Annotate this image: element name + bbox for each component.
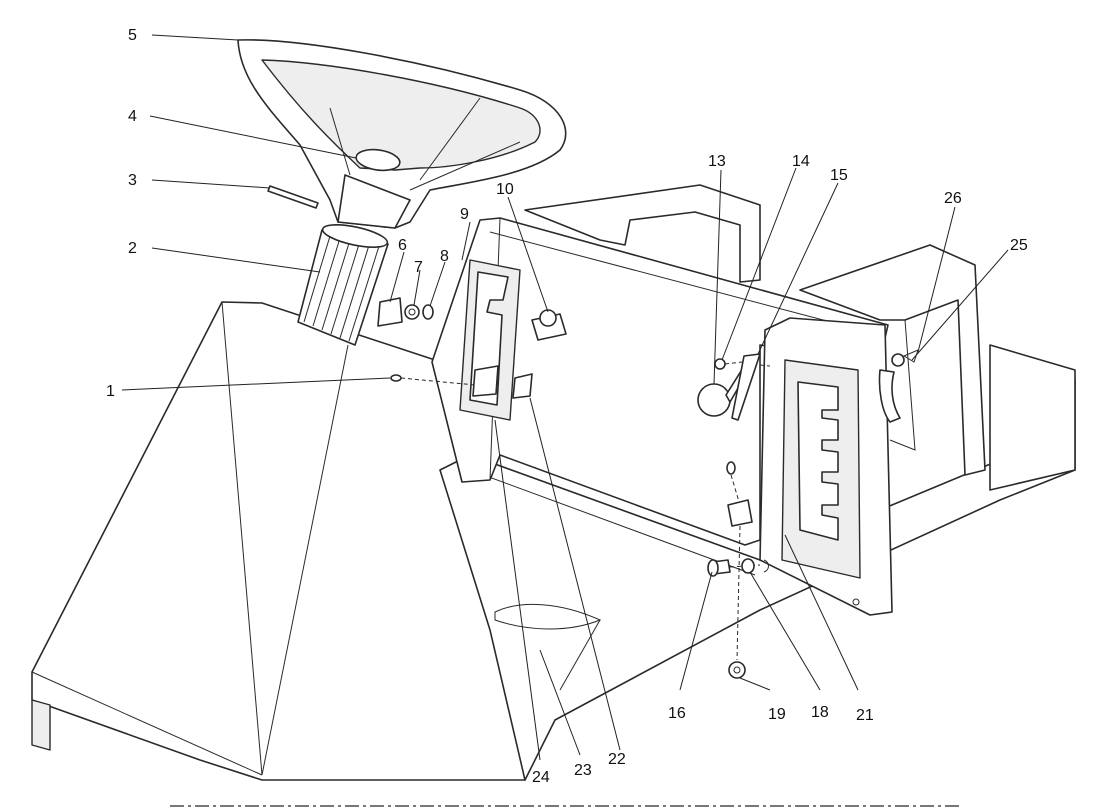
callout-9: 9 xyxy=(460,206,469,223)
callout-25: 25 xyxy=(1010,237,1028,254)
callout-18: 18 xyxy=(811,704,829,721)
callout-26: 26 xyxy=(944,190,962,207)
hardware-parts xyxy=(267,185,771,679)
side-lever xyxy=(878,349,919,423)
callout-16: 16 xyxy=(668,705,686,722)
callout-4: 4 xyxy=(128,108,137,125)
callout-1: 1 xyxy=(106,383,115,400)
callout-2: 2 xyxy=(128,240,137,257)
callout-21: 21 xyxy=(856,707,874,724)
steering-wheel xyxy=(237,39,567,229)
steering-column xyxy=(297,224,389,346)
callout-22: 22 xyxy=(608,751,626,768)
callout-8: 8 xyxy=(440,248,449,265)
callout-6: 6 xyxy=(398,237,407,254)
callout-3: 3 xyxy=(128,172,137,189)
right-gate-panel xyxy=(759,317,893,616)
dashboard-panel xyxy=(431,217,889,546)
leader-lines xyxy=(121,34,1009,761)
callout-23: 23 xyxy=(574,762,592,779)
callout-7: 7 xyxy=(414,259,423,276)
callout-labels: 5 4 3 2 1 6 7 8 9 10 13 14 15 26 25 16 1… xyxy=(106,27,1028,786)
callout-24: 24 xyxy=(532,769,550,786)
callout-14: 14 xyxy=(792,153,810,170)
left-slot-plate xyxy=(459,259,521,421)
callout-5: 5 xyxy=(128,27,137,44)
callout-19: 19 xyxy=(768,706,786,723)
callout-15: 15 xyxy=(830,167,848,184)
callout-13: 13 xyxy=(708,153,726,170)
rear-housing xyxy=(524,184,1076,491)
callout-10: 10 xyxy=(496,181,514,198)
